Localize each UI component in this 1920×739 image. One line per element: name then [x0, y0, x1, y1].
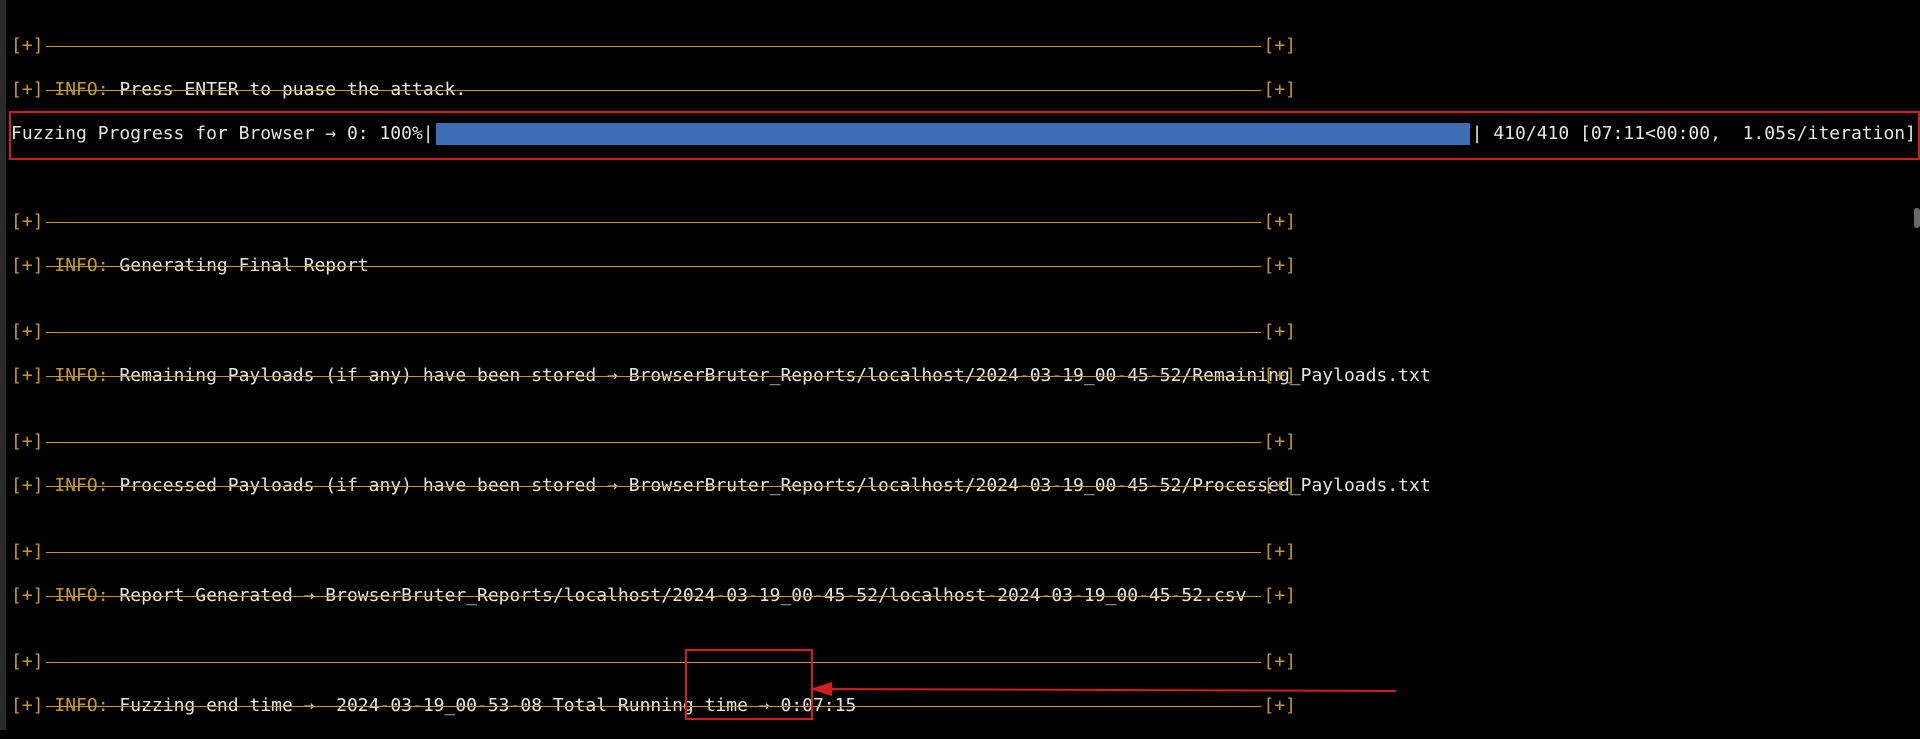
- info-line-pause: INFO: Press ENTER to puase the attack.: [11, 57, 466, 100]
- separator-line: [+] [+]: [11, 475, 1296, 497]
- separator-left: [+]: [11, 255, 44, 276]
- separator-right: [+]: [1263, 321, 1296, 342]
- separator-line: [+] [+]: [11, 695, 1296, 717]
- separator-right: [+]: [1263, 541, 1296, 562]
- separator-rule: [45, 441, 1262, 443]
- progress-bar: [435, 123, 1470, 145]
- separator-left: [+]: [11, 35, 44, 56]
- separator-left: [+]: [11, 431, 44, 452]
- separator-left: [+]: [11, 651, 44, 672]
- scrollbar-thumb[interactable]: [1914, 208, 1920, 228]
- separator-rule: [45, 221, 1262, 223]
- separator-right: [+]: [1263, 431, 1296, 452]
- separator-left: [+]: [11, 585, 44, 606]
- info-line-report: INFO: Report Generated → BrowserBruter_R…: [11, 563, 1246, 606]
- separator-line: [+] [+]: [11, 651, 1296, 673]
- separator-rule: [45, 705, 1262, 707]
- separator-line: [+] [+]: [11, 321, 1296, 343]
- separator-line: [+] [+]: [11, 211, 1296, 233]
- separator-rule: [45, 485, 1262, 487]
- separator-left: [+]: [11, 475, 44, 496]
- separator-rule: [45, 45, 1262, 47]
- info-line-final-report: INFO: Generating Final Report: [11, 233, 368, 276]
- separator-rule: [45, 375, 1262, 377]
- separator-left: [+]: [11, 321, 44, 342]
- info-line-remaining: INFO: Remaining Payloads (if any) have b…: [11, 343, 1430, 386]
- separator-rule: [45, 595, 1262, 597]
- separator-left: [+]: [11, 211, 44, 232]
- progress-line: Fuzzing Progress for Browser → 0: 100%| …: [11, 123, 1916, 145]
- separator-left: [+]: [11, 695, 44, 716]
- separator-line: [+] [+]: [11, 79, 1296, 101]
- separator-right: [+]: [1263, 585, 1296, 606]
- separator-left: [+]: [11, 79, 44, 100]
- separator-right: [+]: [1263, 35, 1296, 56]
- separator-line: [+] [+]: [11, 365, 1296, 387]
- separator-line: [+] [+]: [11, 431, 1296, 453]
- separator-right: [+]: [1263, 79, 1296, 100]
- separator-rule: [45, 265, 1262, 267]
- separator-right: [+]: [1263, 695, 1296, 716]
- separator-rule: [45, 661, 1262, 663]
- progress-highlight-box: [9, 111, 1920, 160]
- separator-line: [+] [+]: [11, 35, 1296, 57]
- running-time-highlight-box: [685, 649, 813, 720]
- separator-right: [+]: [1263, 255, 1296, 276]
- separator-rule: [45, 331, 1262, 333]
- separator-rule: [45, 551, 1262, 553]
- separator-left: [+]: [11, 365, 44, 386]
- progress-stats: | 410/410 [07:11<00:00, 1.05s/iteration]: [1471, 123, 1916, 144]
- progress-label: Fuzzing Progress for Browser → 0: 100%|: [11, 123, 434, 144]
- separator-left: [+]: [11, 541, 44, 562]
- separator-line: [+] [+]: [11, 541, 1296, 563]
- separator-line: [+] [+]: [11, 255, 1296, 277]
- separator-rule: [45, 89, 1262, 91]
- progress-bar-fill: [435, 123, 1470, 145]
- separator-right: [+]: [1263, 211, 1296, 232]
- annotation-arrow-icon: [810, 682, 1397, 696]
- separator-right: [+]: [1263, 475, 1296, 496]
- info-line-processed: INFO: Processed Payloads (if any) have b…: [11, 453, 1430, 496]
- separator-right: [+]: [1263, 651, 1296, 672]
- separator-line: [+] [+]: [11, 585, 1296, 607]
- separator-right: [+]: [1263, 365, 1296, 386]
